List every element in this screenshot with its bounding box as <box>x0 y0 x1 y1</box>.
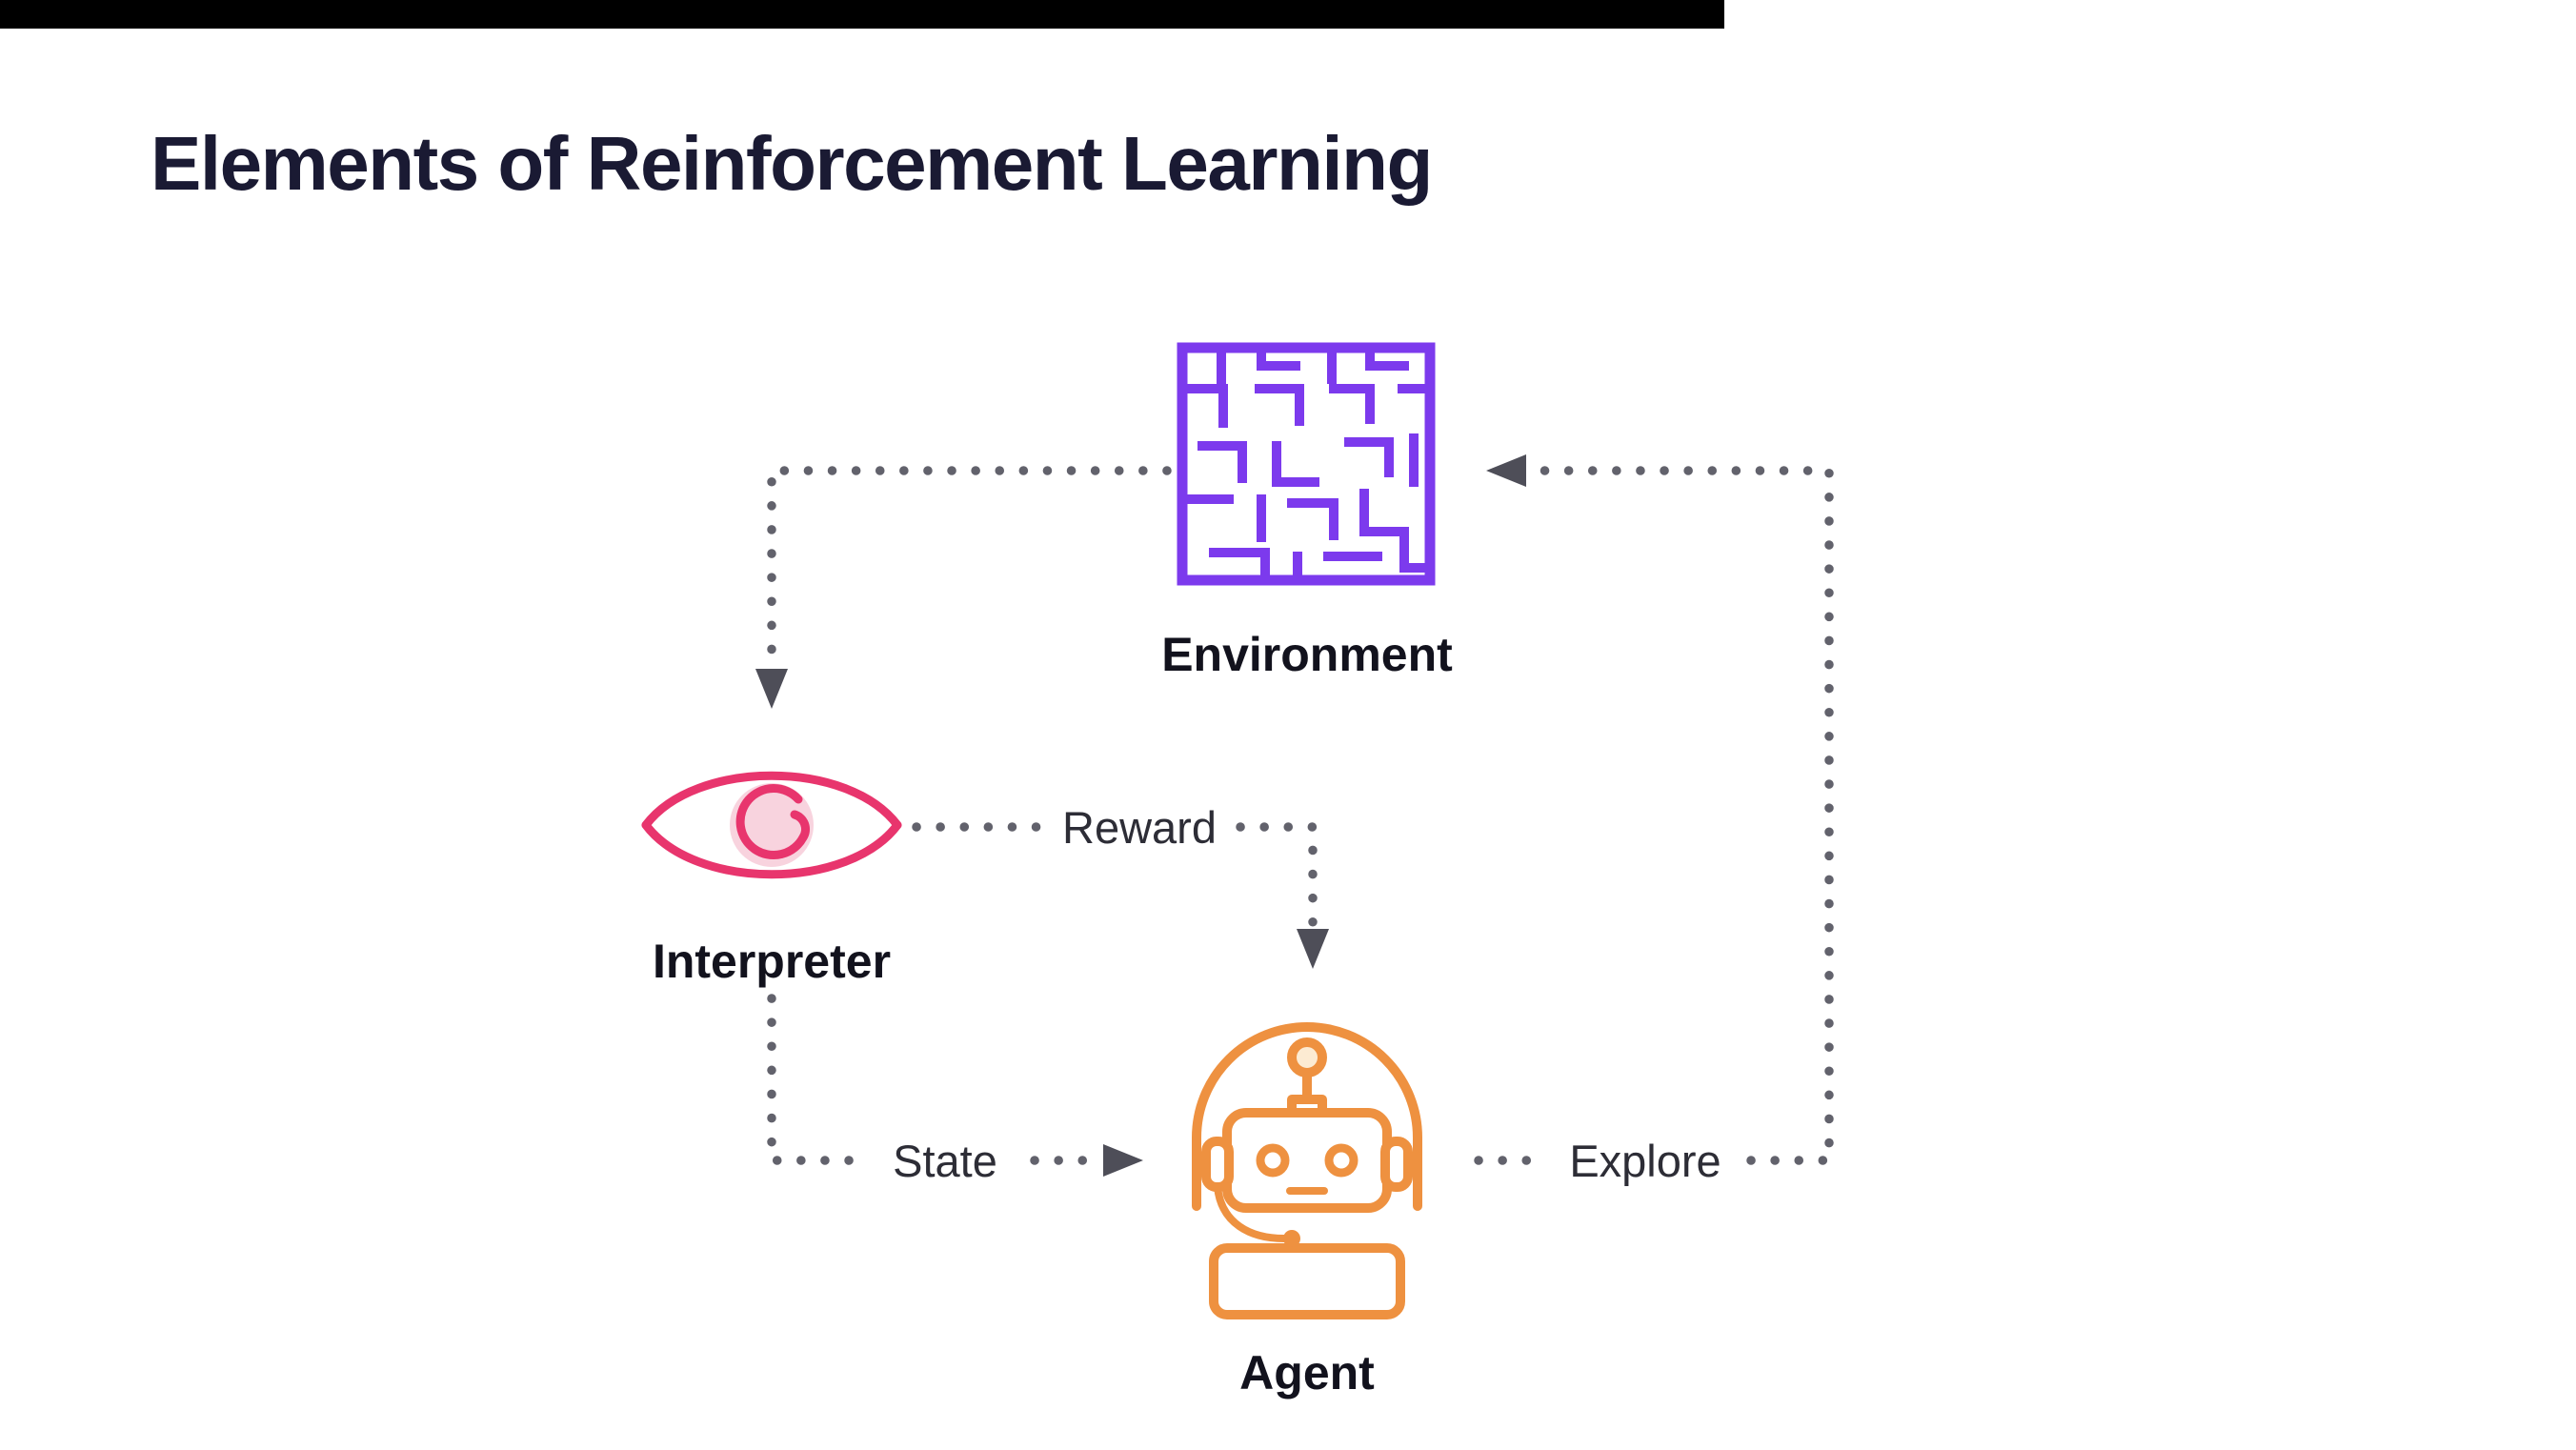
robot-icon <box>1192 1022 1422 1319</box>
environment-label: Environment <box>1161 628 1453 681</box>
arrow-state-left-segment <box>767 994 860 1165</box>
interpreter-node <box>636 746 907 904</box>
arrowhead-state-to-agent <box>1103 1144 1143 1177</box>
arrow-reward-right-segment <box>1236 822 1318 931</box>
edge-label-reward: Reward <box>1062 802 1217 853</box>
agent-node <box>1174 1008 1440 1324</box>
agent-label: Agent <box>1239 1346 1375 1400</box>
environment-node <box>1174 339 1439 589</box>
arrowhead-to-interpreter <box>755 669 788 709</box>
eye-icon <box>641 771 902 879</box>
arrowhead-explore-to-environment <box>1486 454 1526 487</box>
edge-label-state: State <box>893 1136 997 1186</box>
arrow-explore-right-segment <box>1525 466 1834 1165</box>
arrowhead-reward-to-agent <box>1297 929 1329 969</box>
maze-icon <box>1177 342 1436 586</box>
top-black-bar <box>0 0 1724 29</box>
interpreter-label: Interpreter <box>652 935 892 988</box>
arrow-environment-to-interpreter <box>767 466 1172 670</box>
page-title: Elements of Reinforcement Learning <box>151 121 1433 206</box>
edge-label-explore: Explore <box>1569 1136 1721 1186</box>
